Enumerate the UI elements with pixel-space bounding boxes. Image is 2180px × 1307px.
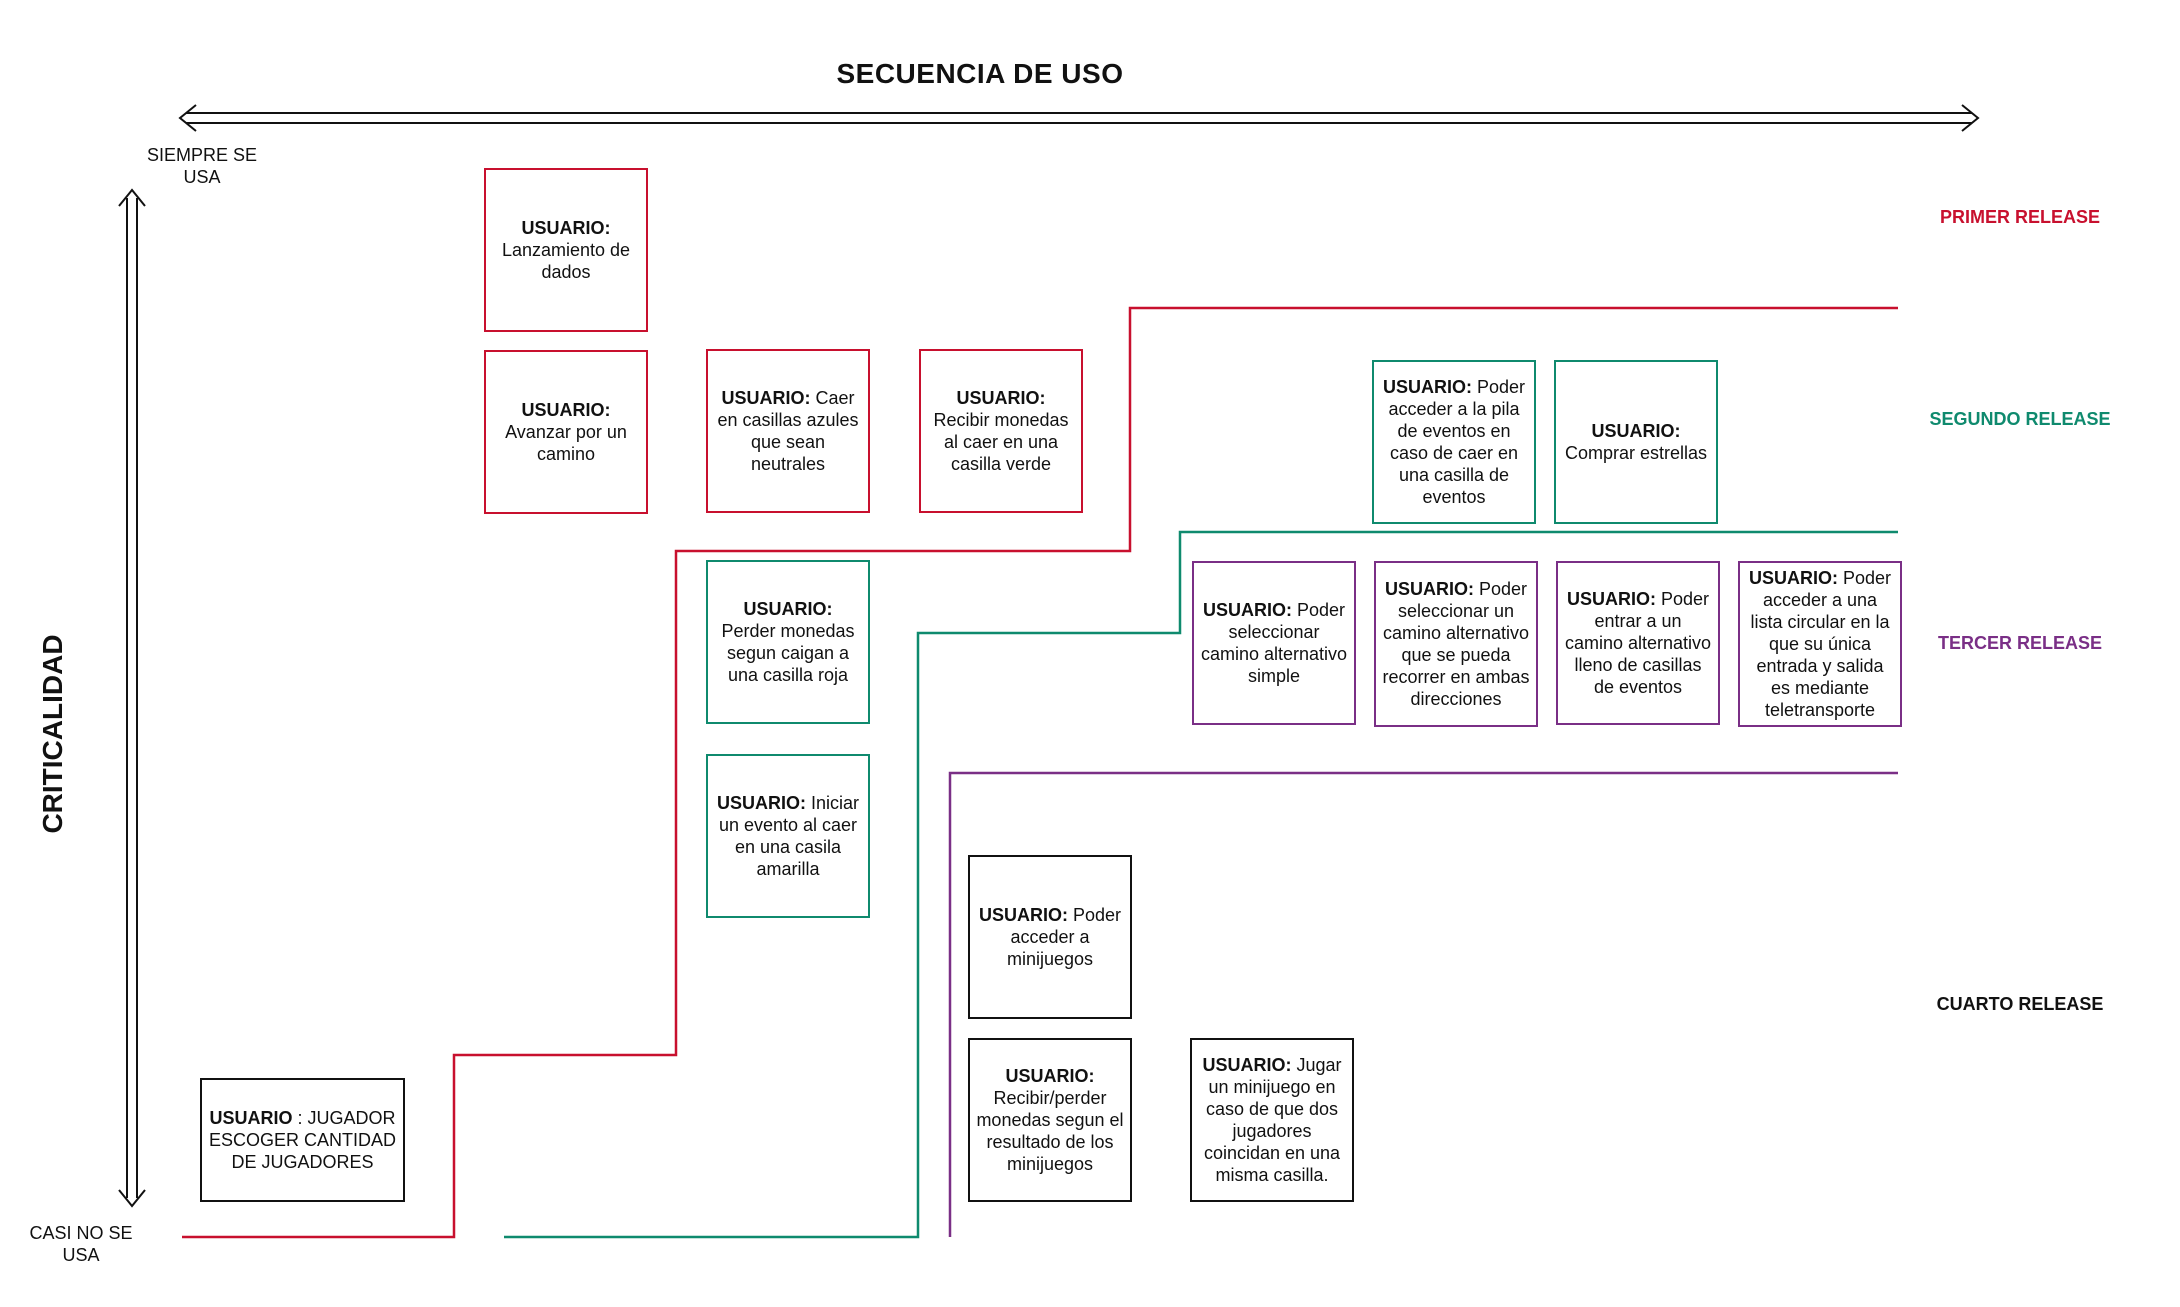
story-card-text: Poder entrar a un camino alternativo lle… (1564, 589, 1712, 697)
story-card-text: Caer en casillas azules que sean neutral… (717, 388, 859, 474)
story-card-text: Recibir monedas al caer en una casilla v… (933, 410, 1069, 474)
story-card-role: USUARIO: (1202, 600, 1292, 620)
story-card-content: USUARIO: Iniciar un evento al caer en un… (714, 792, 862, 880)
story-card-role: USUARIO: (521, 218, 611, 238)
story-card-text: Poder acceder a la pila de eventos en ca… (1388, 377, 1526, 507)
story-card-content: USUARIO: Perder monedas segun caigan a u… (714, 598, 862, 686)
story-card-content: USUARIO: Jugar un minijuego en caso de q… (1198, 1054, 1346, 1186)
story-card-text: Poder acceder a una lista circular en la… (1750, 568, 1892, 720)
story-card-text: Poder acceder a minijuegos (1006, 905, 1122, 969)
story-card-content: USUARIO: Poder entrar a un camino altern… (1564, 588, 1712, 698)
story-card: USUARIO: Poder seleccionar un camino alt… (1374, 561, 1538, 727)
story-card: USUARIO: Jugar un minijuego en caso de q… (1190, 1038, 1354, 1202)
story-card: USUARIO: Poder acceder a minijuegos (968, 855, 1132, 1019)
release-label-primer: PRIMER RELEASE (1939, 207, 2101, 227)
story-card: USUARIO : JUGADOR ESCOGER CANTIDAD DE JU… (200, 1078, 405, 1202)
story-card-content: USUARIO: Lanzamiento de dados (492, 217, 640, 283)
sequence-arrow (178, 104, 1980, 132)
story-card: USUARIO: Poder acceder a una lista circu… (1738, 561, 1902, 727)
story-card-content: USUARIO: Comprar estrellas (1562, 420, 1710, 464)
criticality-arrow (118, 188, 146, 1208)
story-card-text: Comprar estrellas (1564, 443, 1708, 463)
story-card-content: USUARIO: Poder acceder a una lista circu… (1746, 567, 1894, 721)
segundo-release-line (504, 530, 1898, 1239)
story-card-text: Poder seleccionar camino alternativo sim… (1200, 600, 1348, 686)
story-card-role: USUARIO: (1591, 421, 1681, 441)
y-axis-top-label: SIEMPRE SE USA (146, 145, 258, 187)
story-card-text: Jugar un minijuego en caso de que dos ju… (1203, 1055, 1342, 1185)
story-card-role: USUARIO: (521, 400, 611, 420)
story-card: USUARIO: Recibir/perder monedas segun el… (968, 1038, 1132, 1202)
story-card-role: USUARIO: (1748, 568, 1838, 588)
story-card-role: USUARIO: (743, 599, 833, 619)
primer-release-line (182, 306, 1898, 1239)
story-card: USUARIO: Caer en casillas azules que sea… (706, 349, 870, 513)
story-card: USUARIO: Poder acceder a la pila de even… (1372, 360, 1536, 524)
diagram-title: SECUENCIA DE USO (836, 58, 1124, 89)
story-card-role: USUARIO: (956, 388, 1046, 408)
story-card-content: USUARIO: Caer en casillas azules que sea… (714, 387, 862, 475)
story-card-role: USUARIO (209, 1108, 293, 1128)
story-card: USUARIO: Avanzar por un camino (484, 350, 648, 514)
story-card-content: USUARIO : JUGADOR ESCOGER CANTIDAD DE JU… (208, 1107, 397, 1173)
story-card-role: USUARIO: (1566, 589, 1656, 609)
story-card-role: USUARIO: (978, 905, 1068, 925)
story-card-role: USUARIO: (721, 388, 811, 408)
release-label-segundo: SEGUNDO RELEASE (1929, 409, 2111, 429)
story-card-role: USUARIO: (716, 793, 806, 813)
tercer-release-line (948, 771, 1898, 1237)
story-card-content: USUARIO: Poder seleccionar camino altern… (1200, 599, 1348, 687)
story-card: USUARIO: Poder seleccionar camino altern… (1192, 561, 1356, 725)
story-card-text: Recibir/perder monedas segun el resultad… (976, 1088, 1124, 1174)
release-label-tercer: TERCER RELEASE (1937, 633, 2103, 653)
story-card: USUARIO: Comprar estrellas (1554, 360, 1718, 524)
y-axis-label: CRITICALIDAD (37, 634, 68, 834)
story-card-text: Lanzamiento de dados (501, 240, 631, 282)
story-card: USUARIO: Poder entrar a un camino altern… (1556, 561, 1720, 725)
story-card-content: USUARIO: Poder acceder a minijuegos (976, 904, 1124, 970)
release-label-cuarto: CUARTO RELEASE (1936, 994, 2104, 1014)
story-card-text: Poder seleccionar un camino alternativo … (1382, 579, 1530, 709)
story-card-text: Perder monedas segun caigan a una casill… (721, 621, 855, 685)
y-axis-bottom-label: CASI NO SE USA (29, 1223, 133, 1265)
story-card-content: USUARIO: Poder acceder a la pila de even… (1380, 376, 1528, 508)
story-card-content: USUARIO: Avanzar por un camino (492, 399, 640, 465)
story-card-content: USUARIO: Recibir monedas al caer en una … (927, 387, 1075, 475)
story-card: USUARIO: Recibir monedas al caer en una … (919, 349, 1083, 513)
story-card-text: Avanzar por un camino (505, 422, 627, 464)
story-card-role: USUARIO: (1382, 377, 1472, 397)
story-card-role: USUARIO: (1384, 579, 1474, 599)
story-card-content: USUARIO: Recibir/perder monedas segun el… (976, 1065, 1124, 1175)
story-card-text: : JUGADOR ESCOGER CANTIDAD DE JUGADORES (208, 1108, 397, 1172)
story-card-content: USUARIO: Poder seleccionar un camino alt… (1382, 578, 1530, 710)
story-card-role: USUARIO: (1005, 1066, 1095, 1086)
story-card-role: USUARIO: (1202, 1055, 1292, 1075)
story-card: USUARIO: Perder monedas segun caigan a u… (706, 560, 870, 724)
story-card-text: Iniciar un evento al caer en una casila … (718, 793, 860, 879)
story-card: USUARIO: Iniciar un evento al caer en un… (706, 754, 870, 918)
story-card: USUARIO: Lanzamiento de dados (484, 168, 648, 332)
